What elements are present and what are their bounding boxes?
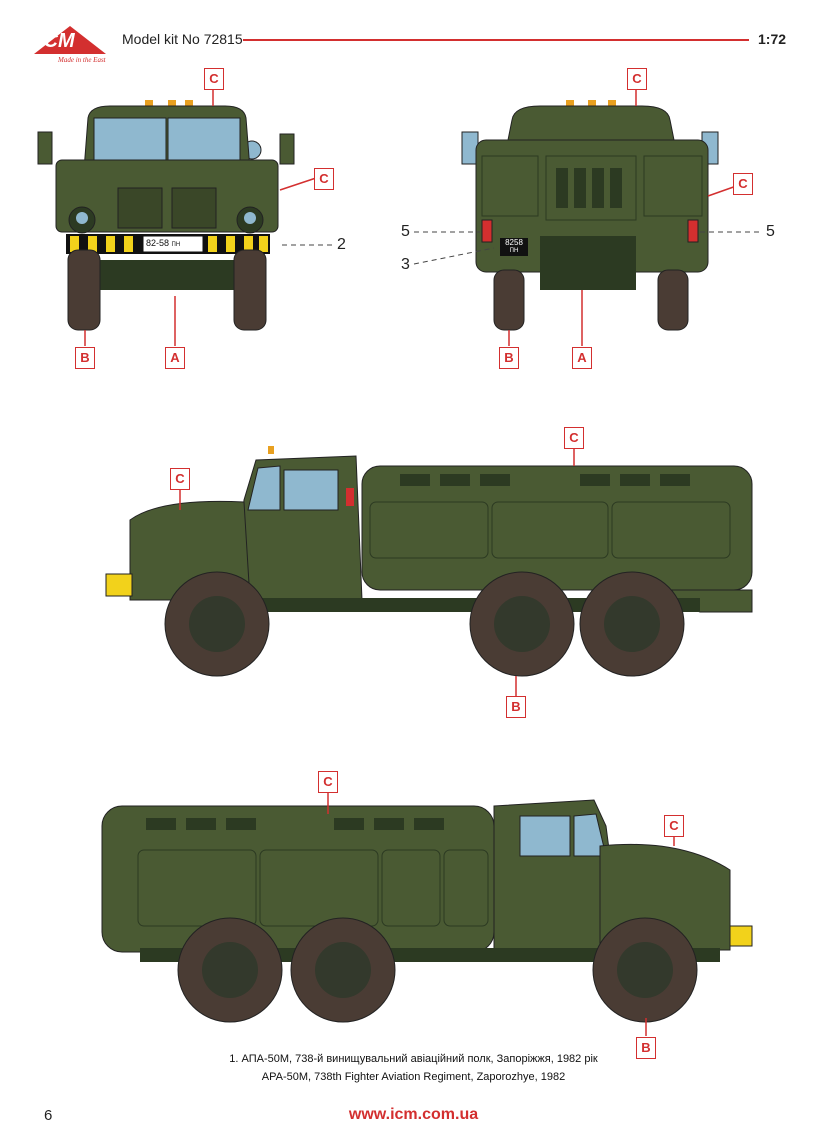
callout-leaders <box>84 88 743 1036</box>
caption-english: APA-50M, 738th Fighter Aviation Regiment… <box>261 1071 566 1083</box>
callout-right-b: B <box>636 1037 656 1059</box>
decal-leaders <box>282 231 762 265</box>
front-plate: 82-58 ПН <box>146 238 180 248</box>
scale-label: 1:72 <box>758 31 787 47</box>
page-title: Model kit No 72815 <box>122 31 243 47</box>
left-side-truck <box>105 446 753 677</box>
decal-number-3: 3 <box>401 256 410 273</box>
decal-number-5-left: 5 <box>401 223 410 240</box>
website-link[interactable]: www.icm.com.ua <box>348 1106 479 1123</box>
logo-tagline: Made in the East <box>58 56 106 64</box>
header-divider <box>243 39 749 41</box>
callout-rear-a: A <box>572 347 592 369</box>
callout-front-c-side: C <box>314 168 334 190</box>
rear-view-truck <box>461 100 719 331</box>
rear-plate-number: 8258 <box>505 238 523 247</box>
callout-left-c-tank: C <box>564 427 584 449</box>
front-view-truck <box>37 100 295 331</box>
decal-number-2: 2 <box>337 236 346 253</box>
callout-rear-c-top: C <box>627 68 647 90</box>
rear-plate-suffix: ПН <box>509 248 519 254</box>
rear-plate: 8258 ПН <box>500 238 528 256</box>
front-plate-suffix: ПН <box>171 242 181 248</box>
callout-front-a: A <box>165 347 185 369</box>
front-plate-number: 82-58 <box>146 238 170 248</box>
decal-number-5-right: 5 <box>766 223 775 240</box>
callout-right-c-tank: C <box>318 771 338 793</box>
page-number: 6 <box>44 1107 53 1124</box>
caption-ukrainian: 1. АПА-50М, 738-й винищувальний авіаційн… <box>229 1053 598 1065</box>
callout-left-c-hood: C <box>170 468 190 490</box>
right-side-truck <box>101 799 753 1023</box>
icm-logo: ICM Made in the East <box>30 22 110 66</box>
callout-front-c-top: C <box>204 68 224 90</box>
callout-right-c-hood: C <box>664 815 684 837</box>
callout-rear-b: B <box>499 347 519 369</box>
callout-front-b: B <box>75 347 95 369</box>
callout-rear-c-side: C <box>733 173 753 195</box>
callout-left-b: B <box>506 696 526 718</box>
logo-text: ICM <box>38 30 75 52</box>
logo-shape-icon <box>34 26 106 54</box>
